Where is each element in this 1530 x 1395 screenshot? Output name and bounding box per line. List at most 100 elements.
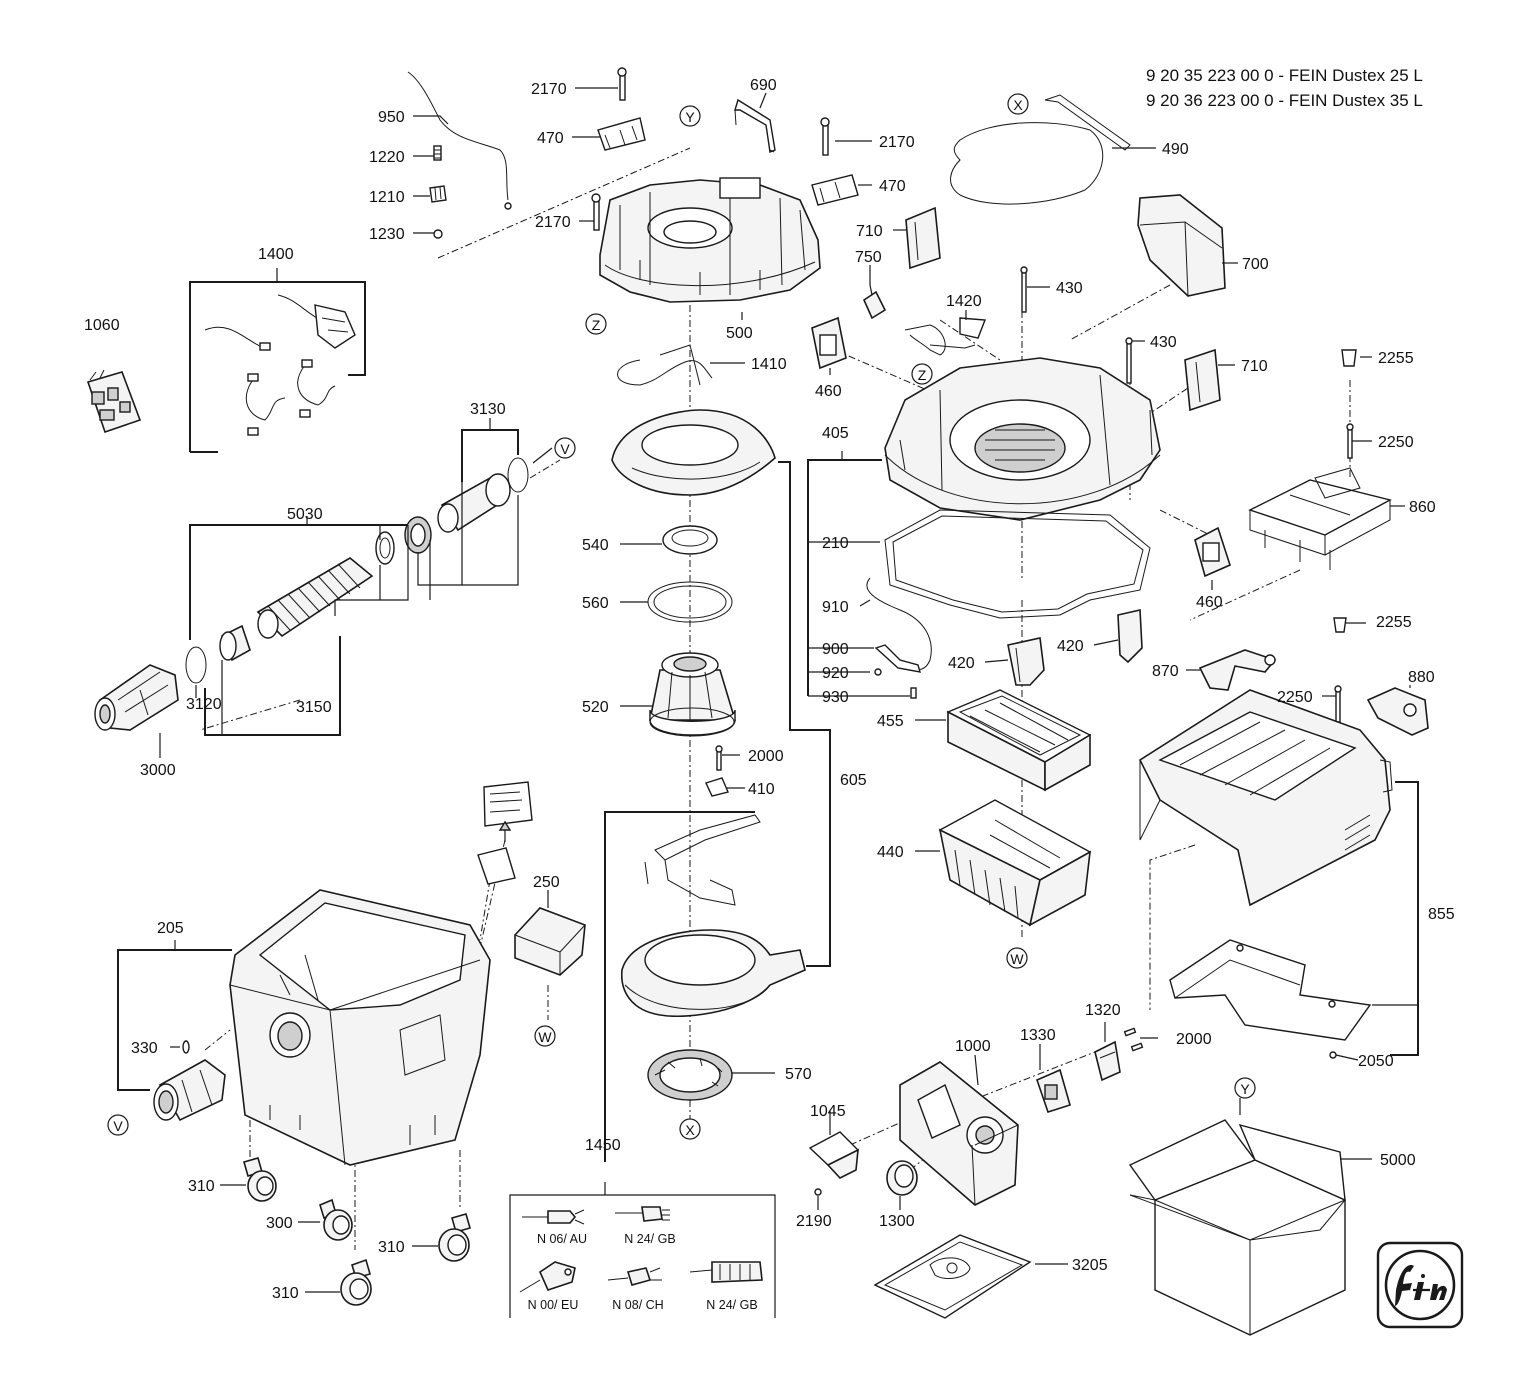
- callout-5000: 5000: [1380, 1152, 1416, 1169]
- dust-bag-3205: [873, 1234, 1032, 1319]
- switch-1320: [1094, 1040, 1121, 1082]
- housing-855: [1138, 689, 1393, 907]
- callout-420-right: 420: [1057, 638, 1084, 655]
- screw-2190: [814, 1188, 822, 1196]
- ref-mark-v-right: V: [560, 441, 570, 457]
- callout-2170-right: 2170: [879, 134, 915, 151]
- screw-2170-left: [591, 193, 601, 231]
- callout-910: 910: [822, 599, 849, 616]
- callout-1450: 1450: [585, 1137, 621, 1154]
- hose-ring-3130a: [375, 531, 395, 565]
- bracket-880: [1366, 687, 1429, 736]
- callout-310-bottom: 310: [272, 1285, 299, 1302]
- callout-1420: 1420: [946, 293, 982, 310]
- plug-label-n24-gb-bottom: N 24/ GB: [706, 1298, 757, 1312]
- callout-520: 520: [582, 699, 609, 716]
- cap-2255-lower: [1333, 617, 1347, 633]
- fein-logo: [1376, 1241, 1464, 1329]
- callout-950: 950: [378, 109, 405, 126]
- plug-label-n24-gb-top: N 24/ GB: [624, 1232, 675, 1246]
- bushing-750: [862, 290, 887, 320]
- callout-205: 205: [157, 920, 184, 937]
- model-line-1: 9 20 35 223 00 0 - FEIN Dustex 25 L: [1146, 66, 1423, 85]
- callout-2000-right: 2000: [1176, 1031, 1212, 1048]
- ref-mark-w-bin: W: [538, 1029, 552, 1045]
- callout-1230: 1230: [369, 226, 405, 243]
- hose-seal-3130: [507, 457, 529, 493]
- front-panel-1000: [899, 1061, 1019, 1206]
- callout-1400: 1400: [258, 246, 294, 263]
- ref-mark-w-filter: W: [1010, 951, 1024, 967]
- motor-housing-500: [599, 177, 821, 303]
- label-sticker: [477, 781, 533, 885]
- callout-1320: 1320: [1085, 1002, 1121, 1019]
- callout-540: 540: [582, 537, 609, 554]
- cable-set-1400-parts: [204, 294, 356, 436]
- hose-5030: [256, 557, 374, 639]
- plate-710-lower: [1184, 348, 1221, 412]
- ref-mark-y-box: Y: [1240, 1081, 1250, 1097]
- hose-connector-3130: [437, 473, 511, 533]
- cardboard-box-5000: [1128, 1119, 1346, 1336]
- callout-900: 900: [822, 641, 849, 658]
- callout-3130: 3130: [470, 401, 506, 418]
- reference-marks: Y X Z Z V W W X V Y: [107, 93, 1256, 1140]
- housing-605: [620, 929, 806, 1018]
- ref-mark-x-top: X: [1013, 97, 1023, 113]
- callout-2000-center: 2000: [748, 748, 784, 765]
- cover-plate-top: [611, 409, 776, 496]
- callout-410: 410: [748, 781, 775, 798]
- callout-1000: 1000: [955, 1038, 991, 1055]
- cable-950: [407, 71, 512, 210]
- plate-710-upper: [905, 206, 941, 270]
- spring-1420: [904, 317, 986, 356]
- screw-1220: [433, 145, 442, 161]
- callout-455: 455: [877, 713, 904, 730]
- screw-2000-right: [1123, 1027, 1144, 1052]
- callout-1210: 1210: [369, 189, 405, 206]
- callout-2170-left: 2170: [535, 214, 571, 231]
- screw-2000-center: [715, 745, 723, 771]
- gasket-210: [884, 509, 1151, 619]
- caster-300: [319, 1198, 353, 1241]
- callout-250: 250: [533, 874, 560, 891]
- callout-560: 560: [582, 595, 609, 612]
- callout-3205: 3205: [1072, 1257, 1108, 1274]
- callout-870: 870: [1152, 663, 1179, 680]
- plug-label-n00-eu: N 00/ EU: [528, 1298, 579, 1312]
- screw-430-left: [1020, 266, 1028, 313]
- clip-470-left: [597, 117, 646, 151]
- callout-310-right: 310: [378, 1239, 405, 1256]
- callout-500: 500: [726, 325, 753, 342]
- nut-1230: [433, 229, 443, 239]
- callout-2250-lower: 2250: [1277, 689, 1313, 706]
- callout-1045: 1045: [810, 1103, 846, 1120]
- cable-910: [866, 577, 932, 699]
- plate-860: [1248, 467, 1392, 570]
- callout-3120: 3120: [186, 696, 222, 713]
- flap-1045: [808, 1131, 860, 1179]
- callout-470-right: 470: [879, 178, 906, 195]
- seal-490: [950, 94, 1131, 205]
- handle-690: [734, 98, 776, 153]
- plug-330: [182, 1040, 190, 1054]
- ref-mark-x-bottom: X: [685, 1122, 695, 1138]
- clamp-ring-3120: [185, 646, 207, 684]
- callout-490: 490: [1162, 141, 1189, 158]
- callout-855: 855: [1428, 906, 1455, 923]
- latch-460-upper: [811, 316, 847, 370]
- filter-455: [946, 689, 1092, 792]
- callout-430-right: 430: [1150, 334, 1177, 351]
- plug-label-n06-au: N 06/ AU: [537, 1232, 587, 1246]
- callout-690: 690: [750, 77, 777, 94]
- circuit-board-1060: [86, 369, 142, 434]
- caster-310-bottom: [340, 1258, 372, 1306]
- seal-540: [662, 525, 718, 555]
- callout-405: 405: [822, 425, 849, 442]
- callout-860: 860: [1409, 499, 1436, 516]
- brackets: [117, 268, 1419, 1162]
- holder-420-left: [1007, 637, 1045, 686]
- callout-460-upper: 460: [815, 383, 842, 400]
- callout-420-left: 420: [948, 655, 975, 672]
